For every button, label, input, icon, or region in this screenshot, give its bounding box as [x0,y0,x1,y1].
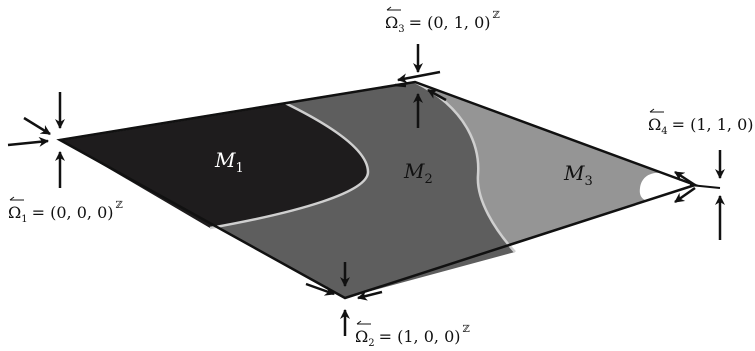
arrow-over-omega2 [356,320,371,325]
arrow-over-omega1 [9,196,24,201]
svg-text:Ω2= (1, 0, 0)ℤ: Ω2= (1, 0, 0)ℤ [355,324,470,349]
boundary-m2-m3 [414,80,516,253]
boundary-m1-m2 [209,101,370,230]
vertex-label-omega1: Ω1= (0, 0, 0)ℤ [8,196,123,225]
svg-text:Ω4= (1, 1, 0)ℤ: Ω4= (1, 1, 0)ℤ [648,110,755,137]
arrow-over-omega4 [649,108,664,113]
node-omega4 [674,150,725,240]
node-omega3 [394,44,447,128]
svg-text:Ω3= (0, 1, 0)ℤ: Ω3= (0, 1, 0)ℤ [385,10,500,35]
node-omega2 [305,262,383,336]
vertex-label-omega3: Ω3= (0, 1, 0)ℤ [385,6,500,35]
vertex-label-omega4: Ω4= (1, 1, 0)ℤ [648,108,755,137]
arrow-over-omega3 [386,6,401,11]
node-omega1 [7,92,65,188]
label-m2: M2 [403,159,433,187]
label-m3: M3 [563,161,593,189]
label-m1: M1 [214,148,244,176]
vertex-label-omega2: Ω2= (1, 0, 0)ℤ [355,320,470,349]
region-m1 [60,103,368,228]
svg-text:Ω1= (0, 0, 0)ℤ: Ω1= (0, 0, 0)ℤ [8,200,123,225]
